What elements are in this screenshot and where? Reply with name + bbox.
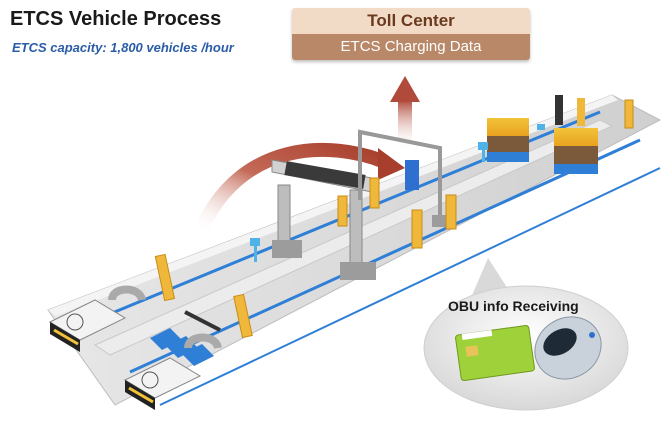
gantry: [271, 159, 376, 280]
toll-booths: [487, 95, 598, 174]
charging-data-label: ETCS Charging Data: [292, 34, 530, 60]
upload-arrow-icon: [390, 76, 420, 150]
readers: [250, 124, 545, 262]
diagram-title: ETCS Vehicle Process: [10, 8, 222, 30]
capacity-note: ETCS capacity: 1,800 vehicles /hour: [12, 40, 234, 55]
curved-arrow-icon: [193, 142, 392, 239]
smart-card-icon: [455, 324, 535, 382]
entry-islands: [48, 285, 222, 410]
toll-center-title: Toll Center: [292, 8, 530, 34]
obu-device-icon: [534, 316, 602, 380]
lane-posts: [154, 99, 634, 339]
obu-info-label: OBU info Receiving: [448, 298, 579, 314]
toll-center-box: Toll Center ETCS Charging Data: [292, 8, 530, 60]
